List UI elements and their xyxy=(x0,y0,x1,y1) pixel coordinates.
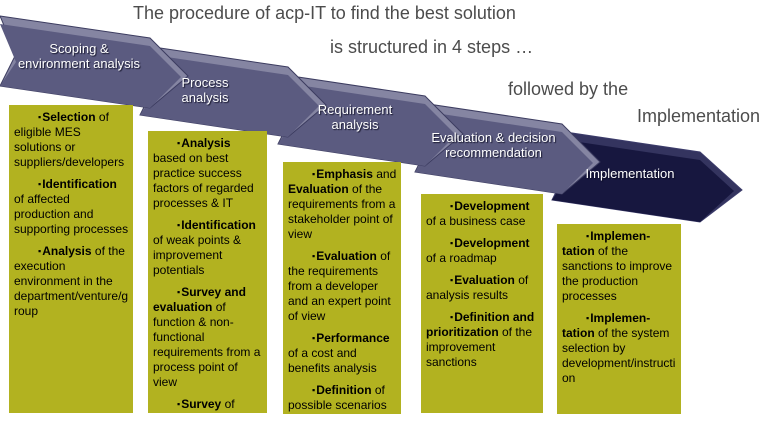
slide-title-line-4: Implementation xyxy=(637,106,761,126)
bullet-marker-icon: ▪ xyxy=(177,220,181,230)
bullet-marker-icon: ▪ xyxy=(450,275,454,285)
bullet-item: ▪Emphasis and Evaluation of the requirem… xyxy=(288,167,397,242)
bullet-text-segment: Evaluation xyxy=(454,273,515,287)
bullet-text-segment: Development xyxy=(454,236,530,250)
bullet-item: ▪Analysis based on best practice success… xyxy=(153,136,263,211)
bullet-text-segment: of eligible MES solutions or suppliers/d… xyxy=(14,110,125,169)
step-label-2: Process analysis xyxy=(181,75,229,105)
bullet-text-segment: based on best practice success factors o… xyxy=(153,151,254,210)
bullet-text-segment: of a cost and benefits analysis xyxy=(288,346,377,375)
bullet-item: ▪Evaluation of analysis results xyxy=(426,273,539,303)
bullet-marker-icon: ▪ xyxy=(312,169,316,179)
slide-title-line-1: The procedure of acp-IT to find the best… xyxy=(133,3,516,23)
step-label-1: Scoping & environment analysis xyxy=(17,41,141,71)
bullet-text-segment: Definition xyxy=(316,383,372,397)
bullet-text-segment: Evaluation xyxy=(288,182,349,196)
bullet-item: ▪Definition and prioritization of the im… xyxy=(426,310,539,370)
bullet-item: ▪Implemen-tation of the system selection… xyxy=(562,311,677,386)
bullet-text-segment: Survey and evaluation xyxy=(153,285,246,314)
bullet-text-segment: of analysis results xyxy=(426,273,529,302)
bullet-text-segment: Analysis xyxy=(181,136,231,150)
chevron-step-1-body xyxy=(0,24,181,108)
step-details-box-5: ▪Implemen-tation of the sanctions to imp… xyxy=(557,224,681,414)
bullet-item: ▪Analysis of the execution environment i… xyxy=(14,244,129,319)
bullet-text-segment: of the requirements from a developer and… xyxy=(288,249,391,323)
bullet-text-segment: Development xyxy=(454,199,530,213)
bullet-marker-icon: ▪ xyxy=(312,385,316,395)
bullet-item: ▪Identification of weak points & improve… xyxy=(153,218,263,278)
bullet-marker-icon: ▪ xyxy=(586,231,590,241)
step-label-4: Evaluation & decision recommendation xyxy=(431,130,556,160)
bullet-marker-icon: ▪ xyxy=(38,246,42,256)
bullet-marker-icon: ▪ xyxy=(38,179,42,189)
bullet-marker-icon: ▪ xyxy=(450,201,454,211)
bullet-text-segment: Selection xyxy=(42,110,96,124)
bullet-item: ▪Development of a roadmap xyxy=(426,236,539,266)
bullet-text-segment: of the improvement sanctions xyxy=(426,325,533,369)
bullet-text-segment: Implemen-tation xyxy=(562,229,651,258)
slide-title-line-3: followed by the xyxy=(508,79,629,99)
bullet-marker-icon: ▪ xyxy=(450,238,454,248)
bullet-text-segment: of a business case xyxy=(426,214,526,228)
bullet-marker-icon: ▪ xyxy=(312,251,316,261)
step-label-3: Requirement analysis xyxy=(317,102,393,132)
bullet-marker-icon: ▪ xyxy=(38,112,42,122)
bullet-marker-icon: ▪ xyxy=(312,333,316,343)
bullet-item: ▪Survey of quantity structures xyxy=(153,397,263,413)
step-details-box-1: ▪Selection of eligible MES solutions or … xyxy=(9,105,133,413)
bullet-text-segment: of quantity structures xyxy=(153,397,251,413)
bullet-marker-icon: ▪ xyxy=(177,399,181,409)
bullet-text-segment: Identification xyxy=(181,218,256,232)
bullet-text-segment: Performance xyxy=(316,331,390,345)
bullet-text-segment: of a roadmap xyxy=(426,251,497,265)
bullet-text-segment: Identification xyxy=(42,177,117,191)
bullet-item: ▪Development of a business case xyxy=(426,199,539,229)
bullet-marker-icon: ▪ xyxy=(450,312,454,322)
bullet-text-segment: of affected production and supporting pr… xyxy=(14,192,129,236)
step-details-box-3: ▪Emphasis and Evaluation of the requirem… xyxy=(283,162,401,414)
bullet-text-segment: of the requirements from a stakeholder p… xyxy=(288,182,396,241)
bullet-item: ▪Identification of affected production a… xyxy=(14,177,129,237)
bullet-text-segment: Analysis xyxy=(42,244,92,258)
bullet-text-segment: of the sanctions to improve the producti… xyxy=(562,244,673,303)
step-details-box-2: ▪Analysis based on best practice success… xyxy=(148,131,267,413)
bullet-text-segment: and xyxy=(372,167,397,181)
step-label-5: Implementation xyxy=(585,166,675,181)
bullet-marker-icon: ▪ xyxy=(177,287,181,297)
bullet-marker-icon: ▪ xyxy=(586,313,590,323)
bullet-text-segment: Emphasis xyxy=(316,167,373,181)
bullet-item: ▪Selection of eligible MES solutions or … xyxy=(14,110,129,170)
bullet-text-segment: of the system selection by development/i… xyxy=(562,326,676,385)
bullet-text-segment: of possible scenarios and rollout phases xyxy=(288,383,387,414)
bullet-item: ▪Survey and evaluation of function & non… xyxy=(153,285,263,390)
bullet-item: ▪Evaluation of the requirements from a d… xyxy=(288,249,397,324)
bullet-text-segment: of function & non-functional requirement… xyxy=(153,300,261,389)
bullet-text-segment: Implemen-tation xyxy=(562,311,651,340)
bullet-marker-icon: ▪ xyxy=(177,138,181,148)
step-details-box-4: ▪Development of a business case▪Developm… xyxy=(421,194,543,413)
bullet-text-segment: Survey xyxy=(181,397,222,411)
slide-title-line-2: is structured in 4 steps … xyxy=(330,37,534,57)
bullet-item: ▪Definition of possible scenarios and ro… xyxy=(288,383,397,414)
bullet-text-segment: of the execution environment in the depa… xyxy=(14,244,129,318)
bullet-text-segment: of weak points & improvement potentials xyxy=(153,233,242,277)
bullet-text-segment: Definition and prioritization xyxy=(426,310,535,339)
bullet-item: ▪Performance of a cost and benefits anal… xyxy=(288,331,397,376)
bullet-text-segment: Evaluation xyxy=(316,249,377,263)
bullet-item: ▪Implemen-tation of the sanctions to imp… xyxy=(562,229,677,304)
